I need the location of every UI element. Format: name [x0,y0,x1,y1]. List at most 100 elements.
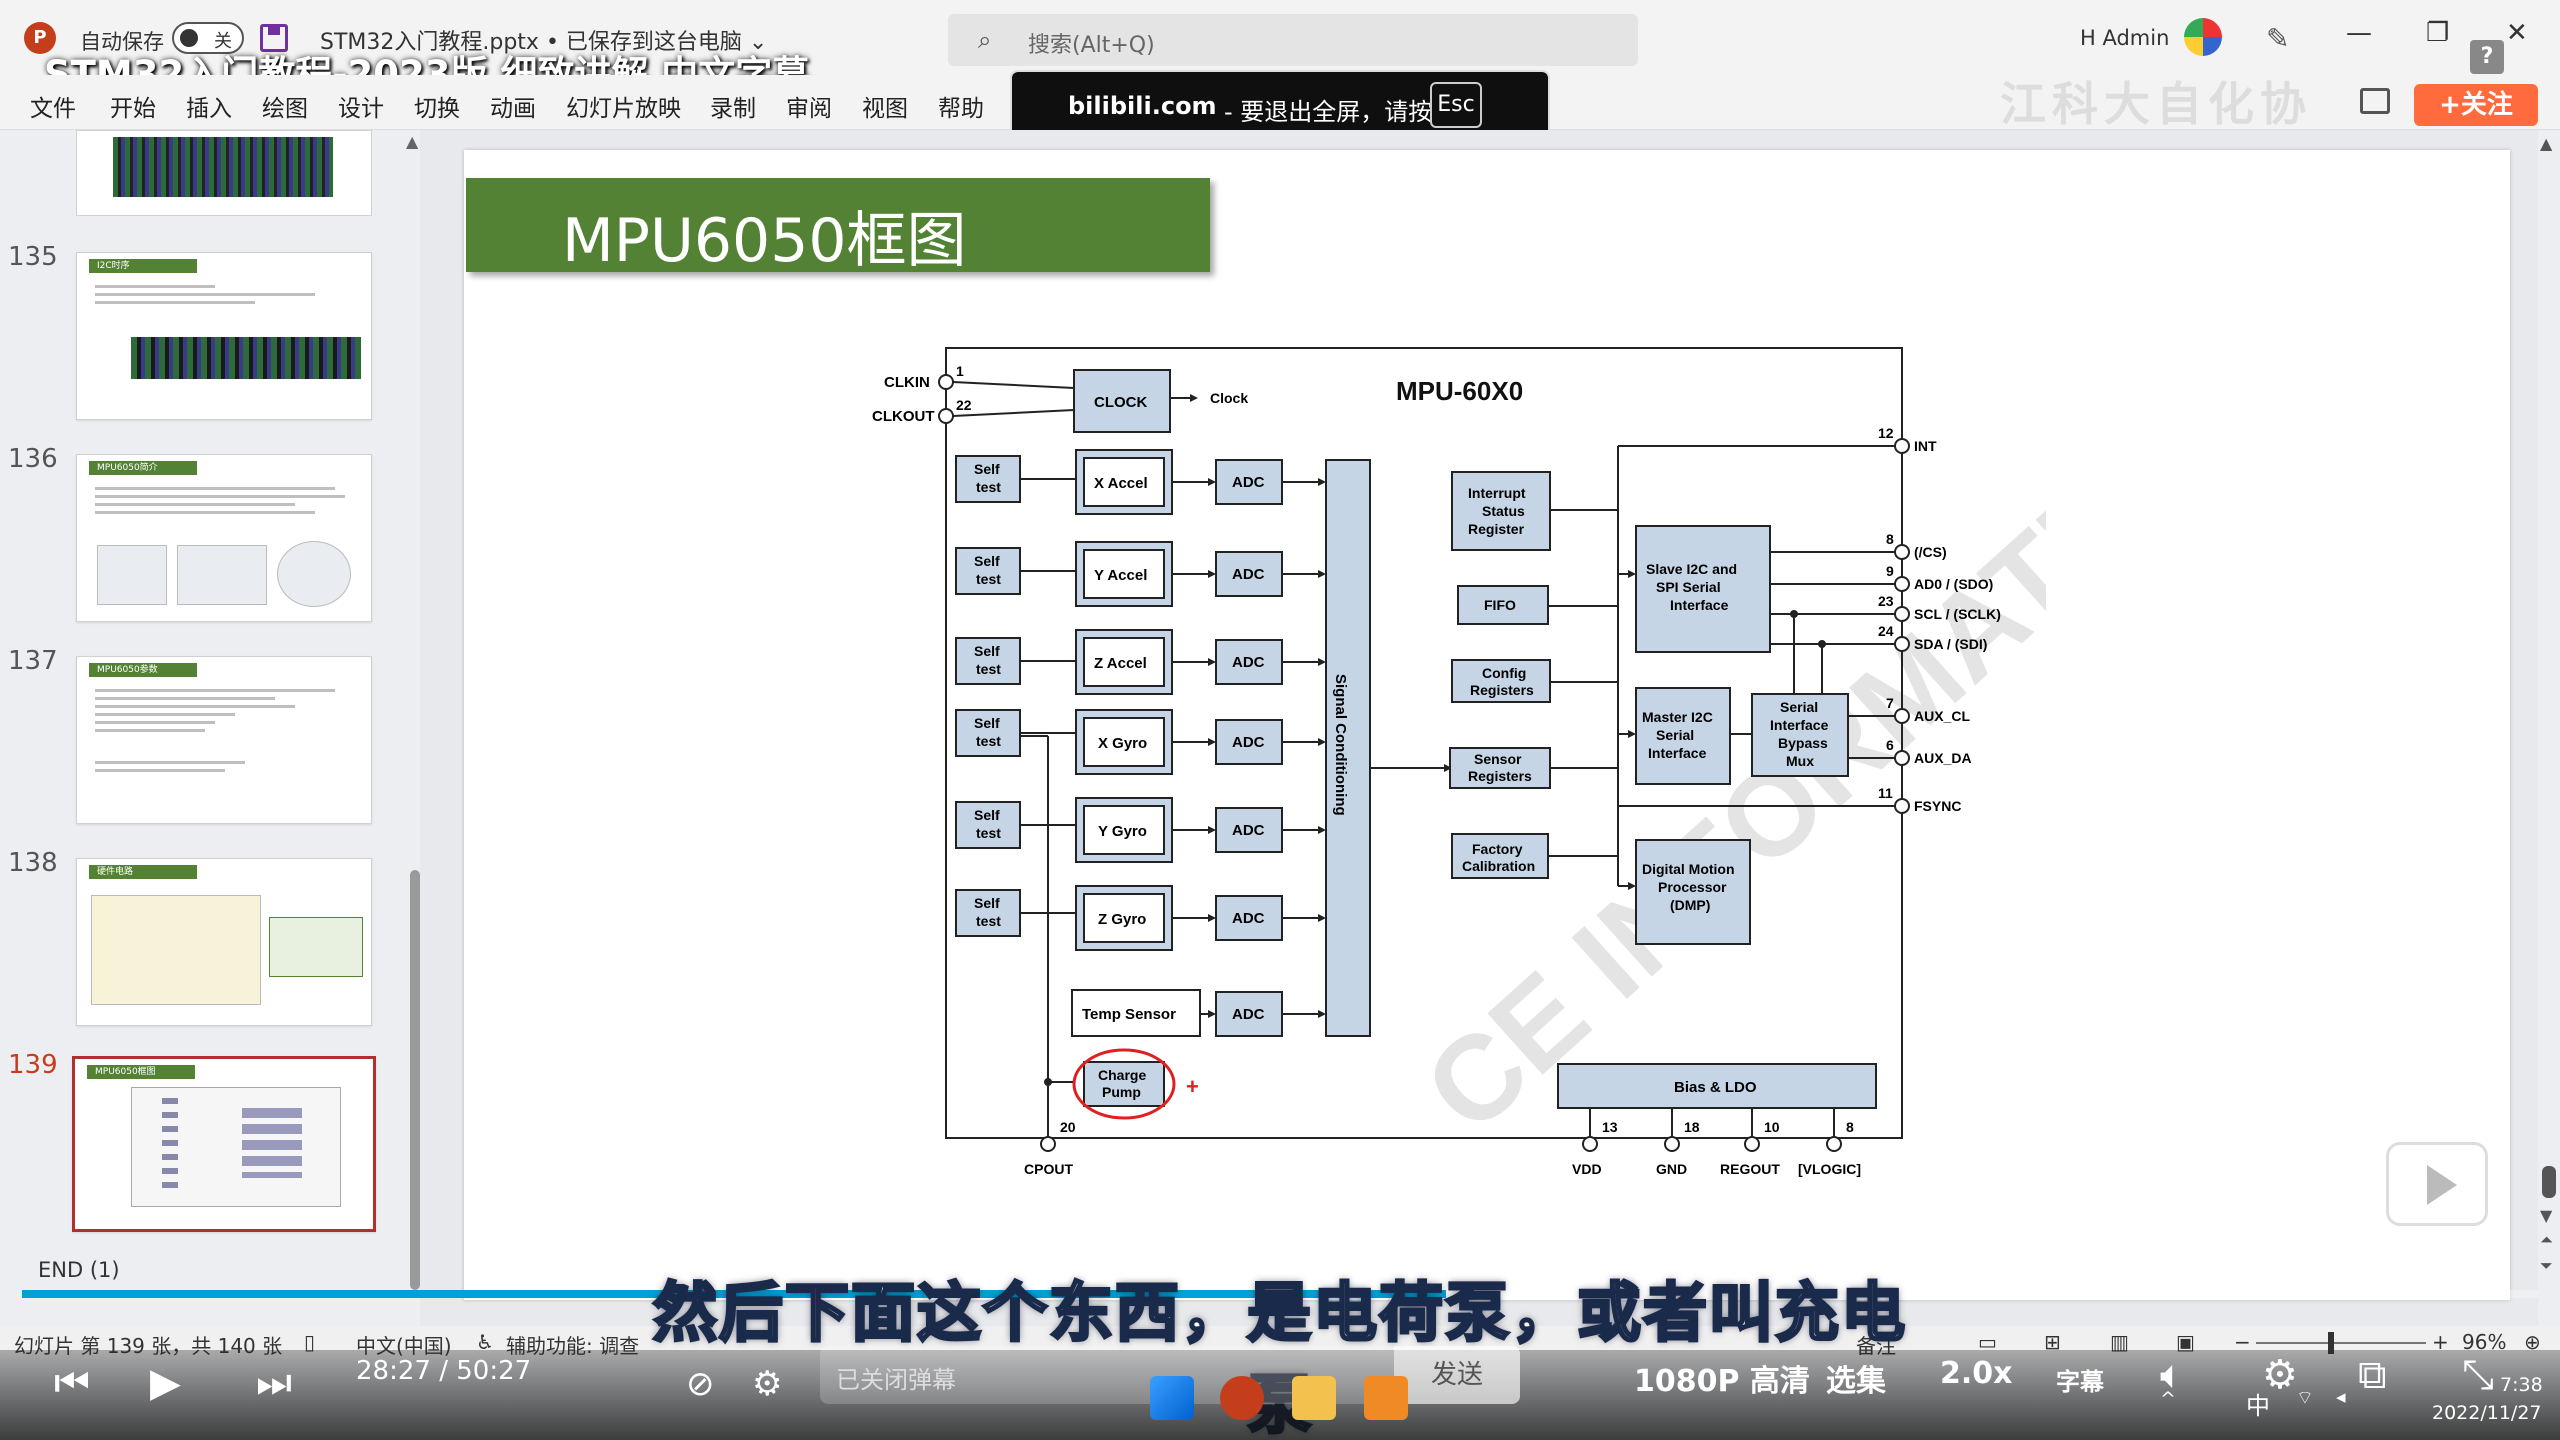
dmp-line: Processor [1658,879,1727,895]
charge-pump-line: Charge [1098,1067,1146,1083]
section-end-label[interactable]: END (1) [38,1258,120,1282]
uploader-watermark: 江科大自化协 [2000,68,2312,134]
pin-number: 13 [1602,1119,1618,1135]
slide-title: MPU6050框图 [562,192,967,279]
play-icon[interactable]: ▶ [150,1360,181,1406]
tab-animations[interactable]: 动画 [490,89,536,123]
tab-home[interactable]: 开始 [110,89,156,123]
previous-icon[interactable]: ⏮ [54,1360,90,1406]
self-test-label: Self [974,643,1000,659]
tab-record[interactable]: 录制 [710,89,756,123]
send-button[interactable]: 发送 [1394,1346,1520,1404]
thumbnail-137[interactable]: MPU6050参数 [76,656,372,824]
search-box[interactable]: ⌕ 搜索(Alt+Q) [948,14,1638,66]
pin-number: 20 [1060,1119,1076,1135]
pin-sda: SDA / (SDI) [1914,636,1987,652]
sensor-y-accel: Y Accel [1094,567,1147,584]
close-icon[interactable]: ✕ [2506,18,2528,48]
charge-pump-line: Pump [1102,1084,1141,1100]
thumbnail-139[interactable]: MPU6050框图 [72,1056,376,1232]
clock-date[interactable]: 2022/11/27 [2432,1402,2542,1424]
tab-file[interactable]: 文件 [30,89,76,123]
restore-icon[interactable]: ❐ [2426,18,2449,48]
tab-draw[interactable]: 绘图 [262,89,308,123]
pin-ad0: AD0 / (SDO) [1914,576,1993,592]
slide-number: 137 [8,646,58,676]
time-separator: / [439,1356,448,1386]
search-placeholder: 搜索(Alt+Q) [1028,27,1155,59]
fullscreen-exit-icon[interactable]: ⤡ [2462,1352,2494,1398]
thumbnail-134[interactable] [76,130,372,216]
slide-number: 138 [8,848,58,878]
adc-label: ADC [1232,566,1265,583]
avatar[interactable] [2184,18,2222,56]
minimize-icon[interactable]: — [2346,18,2372,48]
dmp-line: (DMP) [1670,897,1710,913]
scroll-up-icon[interactable]: ▲ [2540,134,2552,153]
clock-time[interactable]: 7:38 [2500,1374,2543,1396]
powerpoint-taskbar-icon[interactable] [1220,1376,1264,1420]
file-explorer-icon[interactable] [1292,1376,1336,1420]
pin-number: 10 [1764,1119,1780,1135]
adc-label: ADC [1232,734,1265,751]
tab-help[interactable]: 帮助 [938,89,984,123]
danmaku-settings-icon[interactable]: ⚙ [752,1364,782,1404]
fifo-block: FIFO [1484,597,1516,613]
danmaku-placeholder: 已关闭弹幕 [836,1360,956,1395]
scroll-down-icon[interactable]: ▼ [2540,1206,2552,1225]
help-icon[interactable]: ? [2470,40,2504,74]
app-taskbar-icon[interactable] [1364,1376,1408,1420]
pin-vlogic: [VLOGIC] [1798,1161,1861,1177]
tab-slideshow[interactable]: 幻灯片放映 [566,89,681,123]
pin-number: 12 [1878,425,1894,441]
follow-button[interactable]: +关注 [2414,84,2538,126]
wifi-icon[interactable]: ⌔ [2296,1386,2314,1410]
bilibili-float-play-icon[interactable] [2386,1142,2488,1226]
thumbnail-135[interactable]: I2C时序 [76,252,372,420]
speed-selector[interactable]: 2.0x [1940,1356,2013,1391]
slide-title-box[interactable]: MPU6050框图 [466,178,1210,272]
thumb-tag: MPU6050框图 [87,1065,195,1079]
tab-design[interactable]: 设计 [338,89,384,123]
ime-indicator[interactable]: 中 [2246,1386,2270,1421]
windows-start-icon[interactable] [1150,1376,1194,1420]
slide-scrollbar[interactable] [2538,130,2560,1330]
pin-number: 24 [1878,623,1894,639]
next-icon[interactable]: ⏭ [256,1360,292,1406]
subtitle-button[interactable]: 字幕 [2056,1362,2104,1397]
user-name[interactable]: H Admin [2080,26,2169,50]
scroll-up-icon[interactable]: ▲ [406,132,418,151]
quality-selector[interactable]: 1080P 高清 [1634,1356,1810,1400]
next-slide-icon[interactable]: ⏷ [2540,1256,2553,1276]
prev-slide-icon[interactable]: ⏶ [2540,1230,2553,1250]
adc-label: ADC [1232,1006,1265,1023]
block-diagram-image[interactable]: CE INFORMATION MPU-60X0 CLOCK Clock CLKI… [838,326,2046,1196]
thumb-tag: 硬件电路 [89,865,197,879]
slave-i2c-line: SPI Serial [1656,579,1721,595]
danmaku-toggle-icon[interactable]: ⊘ [686,1364,715,1404]
thumbnail-138[interactable]: 硬件电路 [76,858,372,1026]
slide-scroll-thumb[interactable] [2542,1166,2556,1198]
tab-view[interactable]: 视图 [862,89,908,123]
chip-name: MPU-60X0 [1396,376,1523,406]
zoom-slider[interactable] [2256,1342,2426,1344]
thumbnail-136[interactable]: MPU6050简介 [76,454,372,622]
pen-icon[interactable]: ✎ [2266,22,2289,55]
speaker-icon[interactable]: ◂ [2336,1386,2346,1408]
episodes-button[interactable]: 选集 [1826,1356,1886,1400]
thumb-tag: MPU6050参数 [89,663,197,677]
tab-insert[interactable]: 插入 [186,89,232,123]
sensor-x-gyro: X Gyro [1098,735,1147,752]
tab-review[interactable]: 审阅 [786,89,832,123]
pin-regout: REGOUT [1720,1161,1780,1177]
tray-chevron-icon[interactable]: ^ [2160,1388,2176,1410]
factory-calibration-line: Factory [1472,841,1523,857]
picture-in-picture-icon[interactable]: ⧉ [2358,1352,2387,1398]
pin-gnd: GND [1656,1161,1687,1177]
self-test-label: Self [974,461,1000,477]
tab-transitions[interactable]: 切换 [414,89,460,123]
thumbnail-scrollbar[interactable] [410,870,420,1290]
time-total: 50:27 [456,1356,531,1386]
pin-clkin: CLKIN [884,374,930,391]
mini-window-icon[interactable] [2360,88,2390,114]
